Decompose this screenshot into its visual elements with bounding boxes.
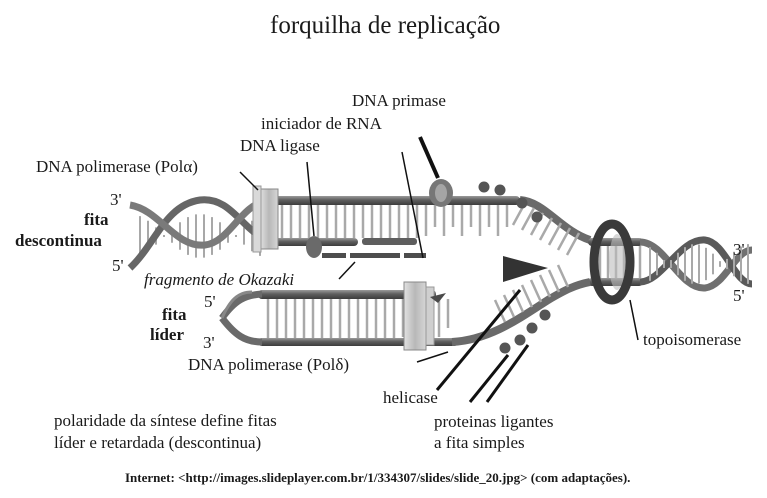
base-pair-rung bbox=[540, 218, 552, 240]
label-3prime-top-left: 3' bbox=[110, 190, 122, 209]
okazaki-fragments bbox=[322, 253, 426, 258]
label-fita-lider-1: fita bbox=[162, 305, 187, 324]
label-5prime-right: 5' bbox=[733, 286, 745, 305]
label-5prime-top-left: 5' bbox=[112, 256, 124, 275]
label-pol-alpha: DNA polimerase (Polα) bbox=[36, 157, 198, 176]
base-pair-rung bbox=[540, 275, 550, 297]
base-pair-rung bbox=[549, 223, 561, 245]
diagram-title: forquilha de replicação bbox=[270, 12, 500, 40]
label-pol-delta: DNA polimerase (Polδ) bbox=[188, 355, 349, 374]
label-polaridade-2: líder e retardada (descontinua) bbox=[54, 433, 261, 452]
dna-ligase-shape bbox=[306, 236, 322, 258]
okazaki-fragment-1 bbox=[350, 253, 400, 258]
label-dna-primase: DNA primase bbox=[352, 91, 446, 110]
base-pair-rung bbox=[531, 280, 541, 302]
dna-primase-shape bbox=[429, 179, 453, 207]
label-proteinas-2: a fita simples bbox=[434, 433, 525, 452]
label-polaridade-1: polaridade da síntese define fitas bbox=[54, 411, 277, 430]
label-helicase: helicase bbox=[383, 388, 438, 407]
label-fragmento-prefix: fragmento de bbox=[144, 270, 238, 289]
base-pair-rung bbox=[522, 285, 532, 307]
okazaki-fragment-3 bbox=[322, 253, 346, 258]
source-citation: Internet: <http://images.slideplayer.com… bbox=[125, 470, 630, 485]
label-3prime-right: 3' bbox=[733, 240, 745, 259]
label-fragmento-okazaki-word: Okazaki bbox=[238, 270, 294, 289]
label-3prime-bottom-left: 3' bbox=[203, 333, 215, 352]
label-5prime-bottom-left: 5' bbox=[204, 292, 216, 311]
label-topoisomerase: topoisomerase bbox=[643, 330, 741, 349]
label-dna-ligase: DNA ligase bbox=[240, 136, 320, 155]
label-proteinas-1: proteinas ligantes bbox=[434, 412, 553, 431]
base-pair-rung bbox=[549, 270, 559, 292]
label-fita-lider-2: líder bbox=[150, 325, 184, 344]
label-fita-descontinua-1: fita bbox=[84, 210, 109, 229]
label-iniciador-rna: iniciador de RNA bbox=[261, 114, 382, 133]
pol-alpha bbox=[253, 186, 278, 252]
base-pair-rung bbox=[558, 265, 568, 287]
base-pair-rung bbox=[558, 228, 570, 250]
label-fita-descontinua-2: descontinua bbox=[15, 231, 102, 250]
label-fragmento-okazaki: fragmento de Okazaki bbox=[144, 270, 294, 289]
